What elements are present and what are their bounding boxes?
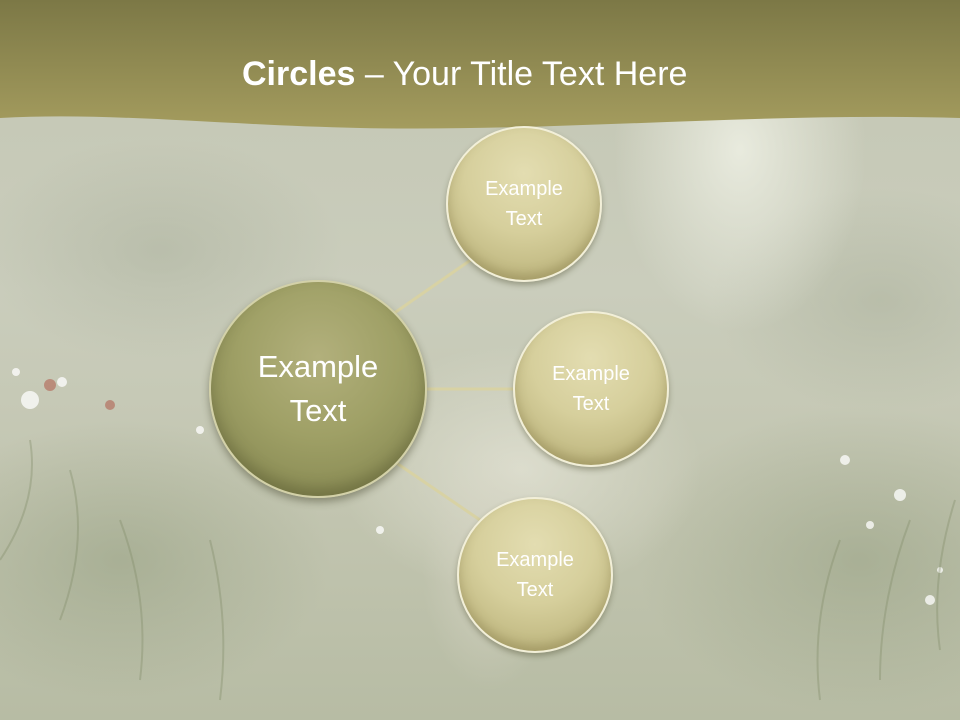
satellite-circle-middle[interactable]: Example Text xyxy=(513,311,669,467)
satellite-circle-bottom-label: Example Text xyxy=(496,549,574,601)
satellite-circle-top-label: Example Text xyxy=(485,178,563,230)
connector-line-bottom xyxy=(394,460,481,522)
satellite-circle-top[interactable]: Example Text xyxy=(446,126,602,282)
slide-title-rest: – Your Title Text Here xyxy=(355,55,688,93)
center-circle-label: Example Text xyxy=(257,349,379,428)
slide-title: Circles – Your Title Text Here xyxy=(242,52,842,96)
title-band xyxy=(0,0,960,129)
slide-title-bold: Circles xyxy=(242,55,356,93)
satellite-circle-bottom[interactable]: Example Text xyxy=(457,497,613,653)
satellite-circle-middle-label: Example Text xyxy=(552,363,630,415)
center-circle[interactable]: Example Text xyxy=(209,280,427,498)
connector-line-top xyxy=(389,255,476,318)
